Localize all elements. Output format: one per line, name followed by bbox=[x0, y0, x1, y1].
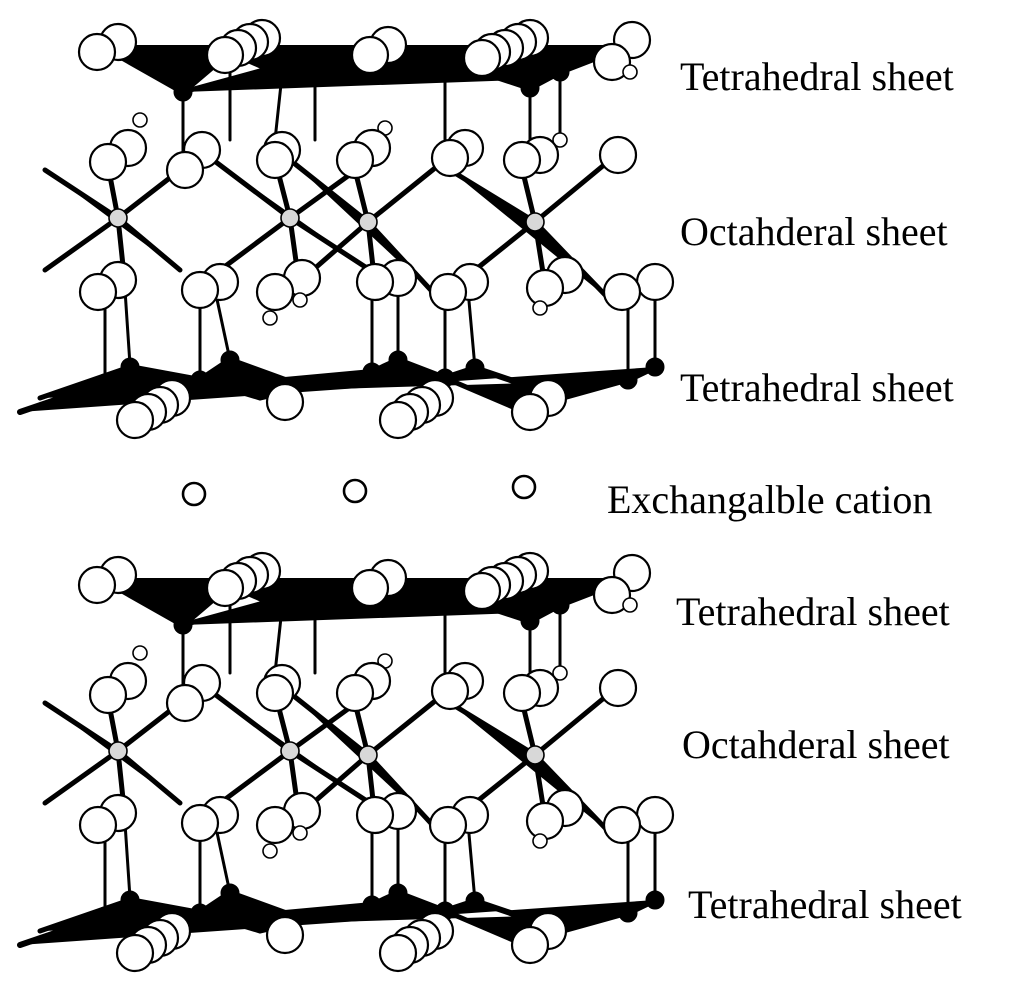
label-tetrahedral-sheet-4: Tetrahedral sheet bbox=[688, 882, 962, 927]
cation-1 bbox=[181, 481, 207, 507]
clay-layer-lower bbox=[20, 553, 673, 971]
cation-2 bbox=[342, 478, 368, 504]
label-octahedral-sheet-2: Octahderal sheet bbox=[682, 722, 950, 767]
label-tetrahedral-sheet-3: Tetrahedral sheet bbox=[676, 589, 950, 634]
label-tetrahedral-sheet-2: Tetrahedral sheet bbox=[680, 365, 954, 410]
clay-layer-upper bbox=[20, 20, 673, 438]
label-tetrahedral-sheet-1: Tetrahedral sheet bbox=[680, 54, 954, 99]
exchangeable-cations bbox=[181, 474, 537, 507]
cation-3 bbox=[511, 474, 537, 500]
label-octahedral-sheet-1: Octahderal sheet bbox=[680, 209, 948, 254]
label-exchangeable-cation: Exchangalble cation bbox=[607, 477, 933, 522]
